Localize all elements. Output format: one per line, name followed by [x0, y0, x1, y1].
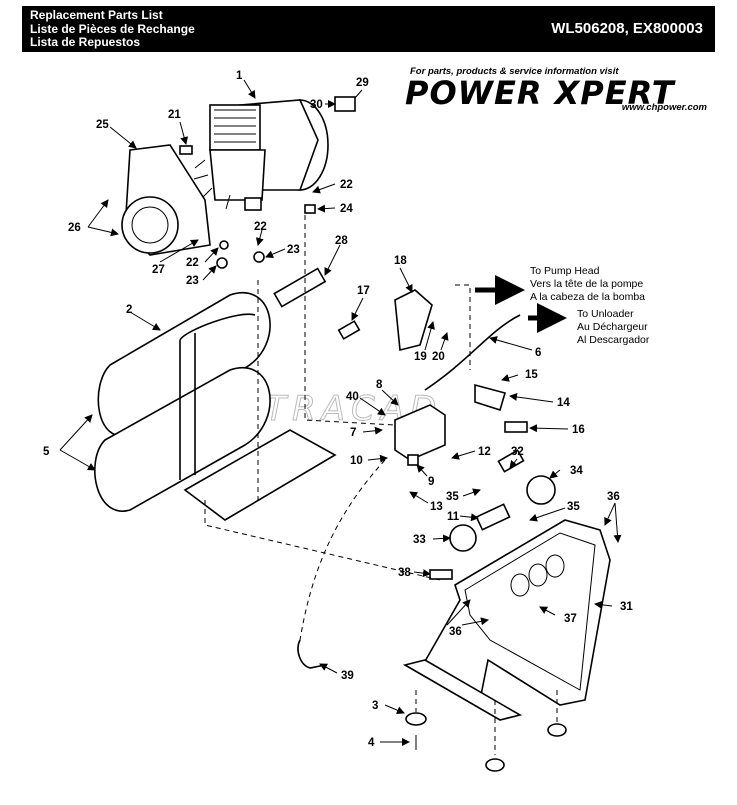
callout-35a: 35: [446, 491, 459, 503]
callout-13: 13: [430, 501, 443, 513]
part-38-safety-valve: [429, 569, 453, 580]
belt-guard-shroud: [121, 144, 211, 256]
note-pump-head-es: A la cabeza de la bomba: [530, 291, 645, 303]
callout-23a: 23: [287, 244, 300, 256]
callout-23b: 23: [186, 275, 199, 287]
note-pump-head-fr: Vers la tête de la pompe: [530, 278, 643, 290]
part-17-check-valve: [337, 320, 361, 340]
motor-pump-assembly: [193, 99, 329, 211]
part-3-foot-b: [485, 758, 505, 772]
part-18-tube: [394, 289, 433, 352]
pressure-switch: [394, 404, 446, 466]
callout-30: 30: [310, 99, 323, 111]
callout-11: 11: [447, 511, 460, 523]
brand-url: www.chpower.com: [621, 102, 707, 113]
callout-1: 1: [236, 70, 243, 82]
callout-27: 27: [152, 264, 165, 276]
callout-22c: 22: [186, 257, 199, 269]
base-plate: [183, 429, 337, 521]
brand-name: POWER XPERT: [405, 74, 675, 112]
model-numbers: WL506208, EX800003: [551, 20, 703, 37]
callout-34: 34: [570, 465, 583, 477]
callout-16: 16: [572, 424, 585, 436]
callout-36b: 36: [449, 626, 462, 638]
callout-21: 21: [168, 109, 181, 121]
title-spanish: Lista de Repuestos: [30, 35, 141, 49]
callout-31: 31: [620, 601, 633, 613]
assembly-line-e: [299, 459, 386, 641]
assembly-line-c: [304, 215, 396, 426]
part-30-fitting: [334, 96, 356, 112]
callout-39: 39: [341, 670, 354, 682]
handle-frame: [402, 519, 611, 721]
callout-38: 38: [398, 567, 411, 579]
note-unloader-en: To Unloader: [577, 308, 634, 320]
callout-3: 3: [372, 700, 378, 712]
twin-tanks: [94, 292, 271, 512]
callout-40: 40: [346, 391, 359, 403]
callout-numbers: 1 2 3 4 5 6 7 8 9 10 11 12 13 14 15 16 1…: [43, 70, 633, 749]
callout-36a: 36: [607, 491, 620, 503]
part-23-nut-b: [253, 251, 265, 263]
callout-10: 10: [350, 455, 363, 467]
callout-8: 8: [376, 379, 383, 391]
part-34-gauge: [526, 475, 556, 505]
callout-26: 26: [68, 222, 81, 234]
part-11-manifold: [475, 503, 511, 531]
note-unloader-es: Al Descargador: [577, 334, 650, 346]
part-3-foot: [405, 712, 427, 726]
callout-20: 20: [432, 351, 445, 363]
callout-5: 5: [43, 446, 50, 458]
title-french: Liste de Pièces de Rechange: [30, 21, 195, 36]
callout-22a: 22: [340, 179, 353, 191]
callout-19: 19: [414, 351, 427, 363]
header-bar: Replacement Parts List Liste de Pièces d…: [22, 6, 715, 52]
callout-28: 28: [335, 235, 348, 247]
title-english: Replacement Parts List: [30, 8, 163, 22]
part-23-nut: [216, 257, 228, 269]
part-6-tube-inner: [424, 314, 521, 391]
part-3-foot-c: [547, 723, 567, 737]
callout-29: 29: [356, 77, 369, 89]
part-39-hose: [297, 639, 326, 669]
part-33-gauge: [449, 524, 477, 552]
callout-6: 6: [535, 347, 541, 359]
assembly-line-d: [455, 284, 471, 370]
part-14-cord-clamp: [474, 383, 506, 412]
callout-18: 18: [394, 255, 407, 267]
callout-4: 4: [368, 737, 375, 749]
callout-15: 15: [525, 369, 538, 381]
part-16-plug: [504, 421, 528, 433]
callout-24: 24: [340, 203, 353, 215]
leader-lines: [59, 79, 622, 746]
note-unloader-fr: Au Déchargeur: [577, 321, 648, 333]
callout-12: 12: [478, 446, 491, 458]
callout-37: 37: [564, 613, 577, 625]
part-22-screw: [219, 240, 229, 250]
callout-32: 32: [511, 446, 524, 458]
brand-logo: For parts, products & service informatio…: [405, 66, 717, 116]
part-21-screw: [179, 145, 193, 155]
callout-14: 14: [557, 397, 570, 409]
callout-17: 17: [357, 285, 370, 297]
callout-7: 7: [350, 427, 356, 439]
header-titles: Replacement Parts List Liste de Pièces d…: [30, 8, 195, 50]
callout-35b: 35: [567, 501, 580, 513]
callout-25: 25: [96, 119, 109, 131]
brand-tagline: For parts, products & service informatio…: [410, 66, 619, 77]
callout-9: 9: [428, 476, 434, 488]
note-pump-head-en: To Pump Head: [530, 265, 600, 277]
part-24-foot: [304, 204, 316, 214]
part-28-filter: [273, 267, 327, 308]
callout-2: 2: [126, 304, 132, 316]
callout-33: 33: [413, 534, 426, 546]
callout-22b: 22: [254, 221, 267, 233]
